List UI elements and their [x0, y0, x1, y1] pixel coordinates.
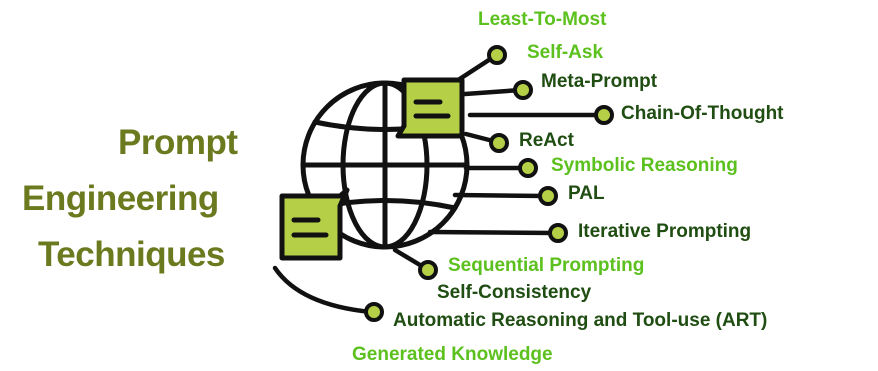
node-dot-icon [538, 186, 558, 206]
node-dot-icon [594, 105, 614, 125]
node-dot-icon [513, 80, 533, 100]
chat-box-icon [279, 187, 350, 261]
connector-pal [452, 192, 548, 199]
node-dot-icon [418, 260, 438, 280]
label-symbolic-reasoning: Symbolic Reasoning [551, 155, 738, 176]
connector-lines [272, 53, 603, 315]
node-dot-icon [364, 302, 384, 322]
title-line-prompt: Prompt [118, 123, 238, 162]
label-react: ReAct [519, 130, 574, 151]
label-iterative-prompting: Iterative Prompting [578, 221, 752, 242]
node-dot-icon [518, 158, 538, 178]
label-self-ask: Self-Ask [527, 42, 604, 63]
node-dot-icon [489, 133, 509, 153]
label-self-consistency: Self-Consistency [437, 282, 592, 303]
title-line-engineering: Engineering [22, 179, 219, 218]
label-generated-knowledge: Generated Knowledge [352, 344, 553, 365]
connector-automatic-reasoning [272, 265, 374, 315]
connector-iterative-prompting [427, 229, 557, 236]
connector-meta-prompt [462, 87, 524, 97]
label-pal: PAL [568, 183, 605, 204]
title-line-techniques: Techniques [38, 235, 225, 274]
chat-box-icon [395, 77, 465, 139]
label-meta-prompt: Meta-Prompt [541, 71, 658, 92]
label-least-to-most: Least-To-Most [478, 9, 607, 30]
label-chain-of-thought: Chain-Of-Thought [621, 103, 784, 124]
label-automatic-reasoning: Automatic Reasoning and Tool-use (ART) [393, 310, 768, 331]
node-dot-icon [548, 223, 568, 243]
label-sequential-prompting: Sequential Prompting [448, 255, 645, 276]
node-dot-icon [487, 45, 507, 65]
endpoint-nodes [364, 45, 614, 322]
